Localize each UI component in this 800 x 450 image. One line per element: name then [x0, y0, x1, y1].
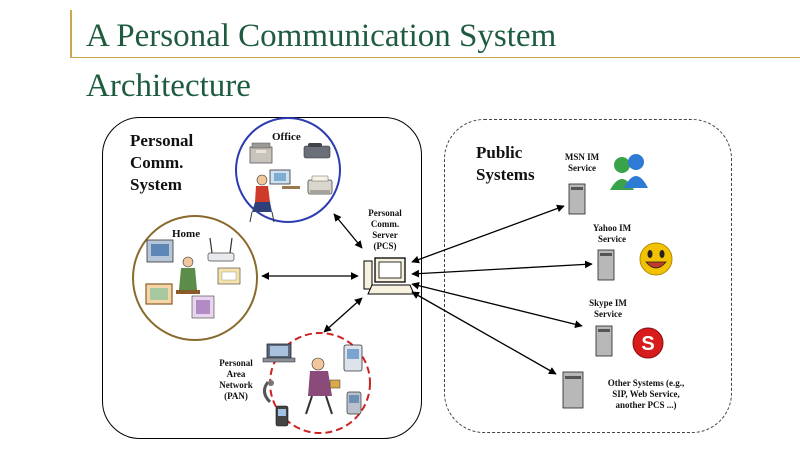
home-appliance-icon — [217, 267, 241, 285]
skype-icon: S — [632, 327, 664, 359]
other-systems-server-icon — [562, 371, 584, 409]
photo-frame-icon — [145, 283, 173, 305]
home-user-icon — [176, 256, 200, 294]
wireless-router-icon — [207, 237, 235, 262]
home-group — [132, 215, 258, 341]
walking-businessman-icon — [305, 357, 341, 415]
msn-service-label: MSN IM Service — [564, 152, 600, 173]
pan-group — [262, 332, 371, 434]
personal-comm-system-frame — [102, 117, 422, 439]
pda-icon — [343, 344, 363, 372]
office-group — [235, 117, 341, 223]
personal-system-title: Personal Comm. System — [130, 131, 194, 194]
pcs-skype-arrow — [411, 281, 583, 329]
external-arrows — [411, 204, 593, 375]
pan-pcs-arrow — [323, 297, 363, 333]
pan-label: Personal Area Network (PAN) — [219, 358, 253, 401]
internal-arrows — [261, 213, 363, 333]
yahoo-smiley-icon — [639, 242, 673, 276]
yahoo-service-label: Yahoo IM Service — [592, 223, 632, 244]
home-computer-icon — [146, 239, 174, 263]
printer-icon — [307, 175, 333, 195]
yahoo-server-icon — [597, 249, 615, 281]
media-device-icon — [191, 295, 215, 319]
pcs-server-label: Personal Comm. Server (PCS) — [368, 208, 402, 251]
pcs-yahoo-arrow — [411, 260, 593, 278]
pcs-msn-arrow — [411, 204, 565, 264]
office-label: Office — [272, 131, 301, 143]
office-pcs-arrow — [333, 213, 363, 249]
handheld-device-icon — [346, 391, 362, 415]
other-systems-label: Other Systems (e.g., SIP, Web Service, a… — [607, 378, 685, 410]
public-systems-title: Public Systems — [476, 143, 535, 184]
slide-title-line-1: A Personal Communication System — [86, 18, 557, 54]
title-accent-horizontal-rule — [70, 57, 800, 58]
office-worker-icon — [249, 169, 300, 223]
copier-icon — [249, 142, 273, 164]
msn-messenger-icon — [610, 154, 648, 190]
skype-service-label: Skype IM Service — [589, 298, 627, 319]
fax-phone-icon — [303, 143, 331, 159]
title-accent-vertical-rule — [70, 10, 72, 57]
msn-server-icon — [568, 183, 586, 215]
svg-text:S: S — [641, 333, 654, 355]
headset-icon — [263, 380, 274, 404]
slide-title-line-2: Architecture — [86, 68, 251, 104]
pcs-computer-icon — [363, 257, 415, 295]
pcs-other-arrow — [411, 291, 557, 375]
laptop-icon — [262, 343, 296, 363]
mobile-phone-icon — [275, 405, 289, 427]
skype-server-icon — [595, 325, 613, 357]
home-label: Home — [172, 228, 201, 240]
